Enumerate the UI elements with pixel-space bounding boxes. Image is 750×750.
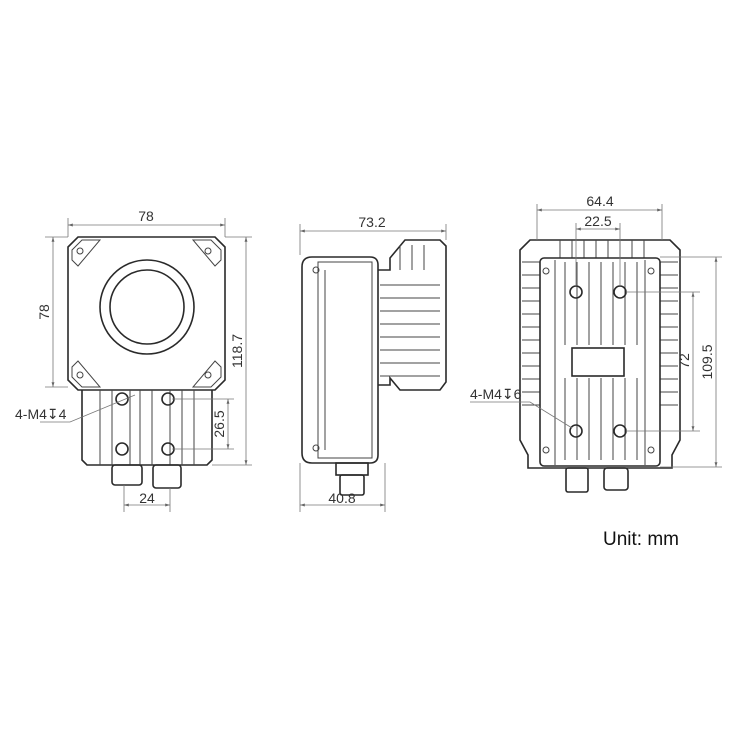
side-view: 73.2 40.8 — [299, 214, 447, 512]
dim-back-width: 64.4 — [586, 193, 613, 209]
back-view: 64.4 22.5 72 109.5 4-M4↧6 — [470, 193, 722, 493]
dim-connector-spacing: 24 — [139, 490, 155, 506]
dim-front-width: 78 — [138, 208, 154, 224]
dim-side-depth: 73.2 — [358, 214, 385, 230]
dim-back-hole-spacing-v: 72 — [676, 353, 692, 369]
dim-front-plate-height: 78 — [36, 304, 52, 320]
dim-side-body-depth: 40.8 — [328, 490, 355, 506]
back-thread-note: 4-M4↧6 — [470, 386, 522, 402]
dim-front-hole-spacing: 26.5 — [211, 410, 227, 437]
unit-label: Unit: mm — [603, 529, 679, 550]
dim-front-total-height: 118.7 — [229, 334, 245, 368]
front-view: 78 78 118.7 26.5 24 4-M4↧4 — [15, 208, 252, 512]
dim-back-height: 109.5 — [699, 344, 715, 379]
front-thread-note: 4-M4↧4 — [15, 406, 67, 422]
dim-back-hole-spacing-h: 22.5 — [584, 213, 611, 229]
